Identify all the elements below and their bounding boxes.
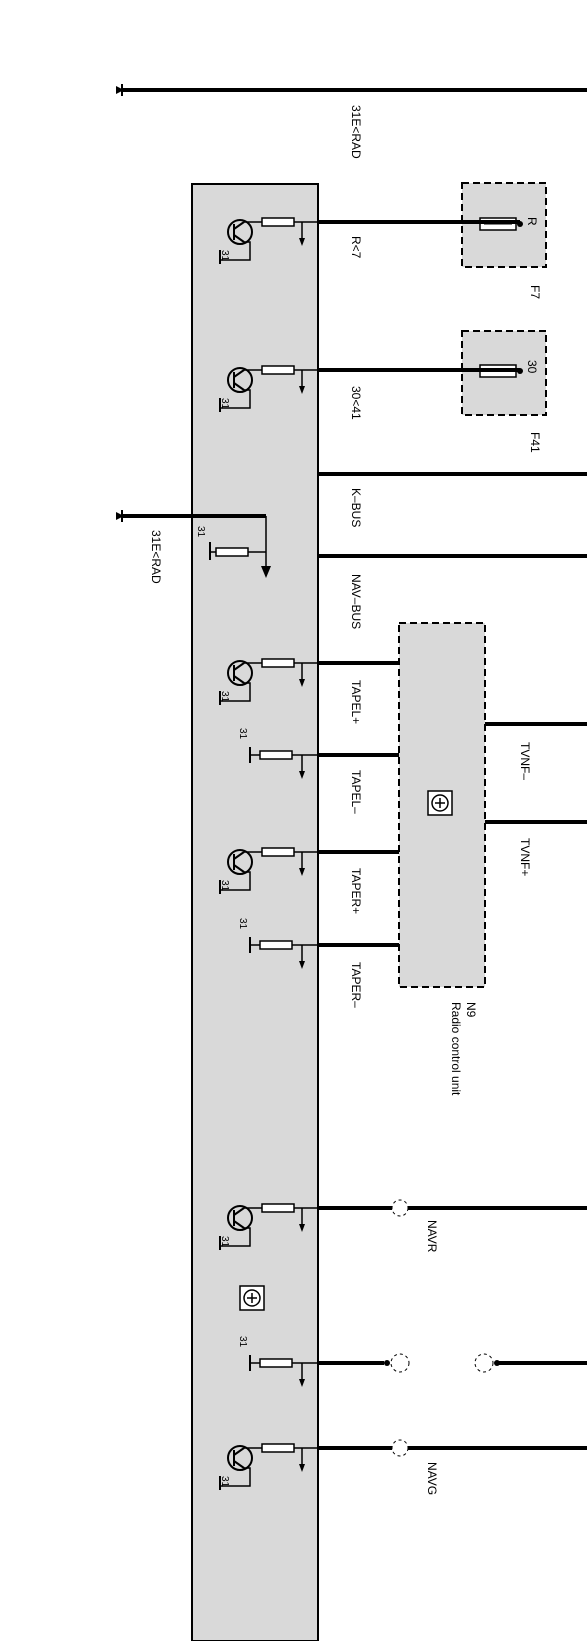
- fuse-box-f7: [461, 182, 547, 268]
- pin-label-nav-bus: NAV–BUS: [349, 574, 363, 629]
- svg-text:31: 31: [237, 1336, 248, 1348]
- lower-label-navr: NAVR: [425, 1220, 439, 1253]
- svg-text:31: 31: [219, 691, 230, 703]
- fuse-f41-name: F41: [528, 432, 542, 453]
- circuit-r7: 31: [219, 217, 520, 265]
- radio-output-tvnf-minus: TVNF–: [518, 742, 532, 780]
- ground-bus-top: [116, 84, 587, 96]
- pin-label-taper-plus: TAPER+: [349, 868, 363, 914]
- ground-bus-mid: 31: [116, 510, 271, 578]
- svg-text:31: 31: [219, 1476, 230, 1488]
- svg-text:31: 31: [219, 250, 230, 262]
- pin-label-taper-minus: TAPER–: [349, 962, 363, 1008]
- ground-bus-top-label: 31E<RAD: [349, 105, 363, 159]
- fuse-f7-terminal: R: [525, 217, 539, 226]
- svg-text:31: 31: [195, 526, 206, 538]
- circuit-taper-plus: 31: [219, 847, 399, 895]
- fuse-f7-name: F7: [528, 285, 542, 299]
- pin-label-tapel-plus: TAPEL+: [349, 680, 363, 724]
- module-icon: [239, 1285, 265, 1311]
- circuit-tapel-plus: 31: [219, 658, 399, 706]
- control-module-box: [191, 183, 319, 1641]
- radio-unit-name: Radio control unit: [449, 1002, 463, 1096]
- svg-text:31: 31: [237, 918, 248, 930]
- pin-label-k-bus: K–BUS: [349, 488, 363, 527]
- circuit-30-41: 31: [219, 365, 520, 413]
- radio-control-unit-box: [398, 622, 486, 988]
- svg-text:31: 31: [237, 728, 248, 740]
- circuit-nav-mid: 31: [237, 1336, 587, 1388]
- pin-label-r7: R<7: [349, 236, 363, 259]
- svg-text:31: 31: [219, 398, 230, 410]
- pin-label-tapel-minus: TAPEL–: [349, 770, 363, 814]
- pin-label-30-41: 30<41: [349, 386, 363, 420]
- circuit-taper-minus: 31: [237, 918, 399, 970]
- svg-text:31: 31: [219, 1236, 230, 1248]
- lower-label-navg: NAVG: [425, 1462, 439, 1495]
- circuit-tapel-minus: 31: [237, 728, 399, 780]
- circuit-navr: 31: [219, 1199, 587, 1251]
- radio-unit-id: N9: [464, 1002, 478, 1018]
- svg-text:31: 31: [219, 880, 230, 892]
- fuse-f41-terminal: 30: [525, 360, 539, 374]
- radio-output-tvnf-plus: TVNF+: [518, 838, 532, 876]
- ground-bus-mid-label: 31E<RAD: [149, 530, 163, 584]
- circuit-navg: 31: [219, 1439, 587, 1491]
